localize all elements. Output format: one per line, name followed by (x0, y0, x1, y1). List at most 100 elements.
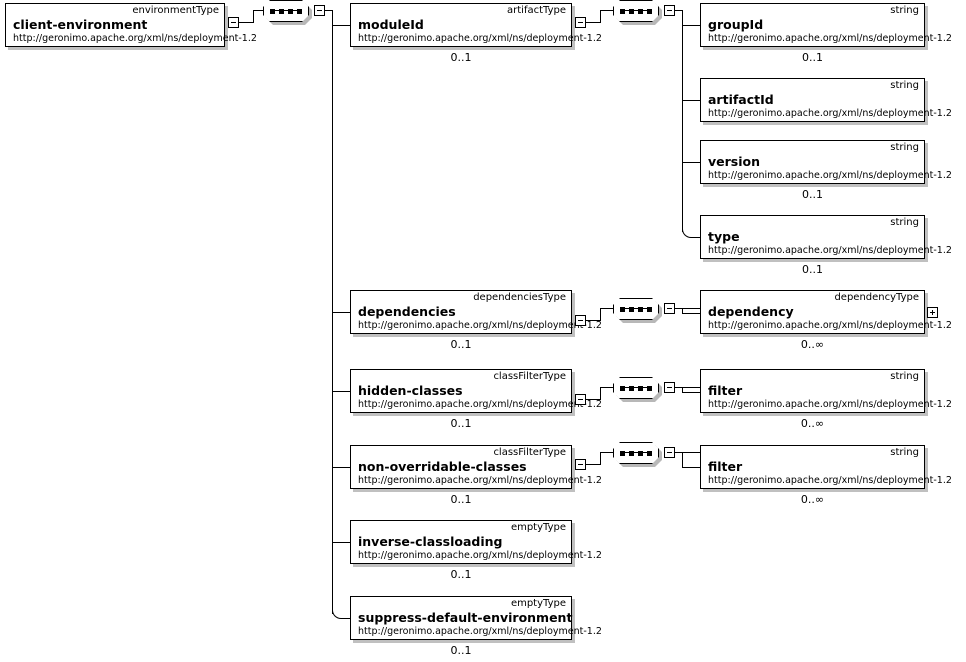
connector-line (682, 387, 683, 392)
connector-line (600, 308, 613, 309)
node-type-label: emptyType (510, 522, 566, 533)
node-type-label: classFilterType (493, 371, 566, 382)
connector-line (239, 22, 253, 23)
collapse-toggle-icon-module-id-sequence[interactable] (664, 5, 675, 16)
node-type-label: emptyType (510, 598, 566, 609)
node-type-label: environmentType (132, 5, 219, 16)
collapse-toggle-icon-non-overridable-sequence[interactable] (664, 447, 675, 458)
node-dependencies[interactable]: dependenciesType dependencies http://ger… (350, 290, 602, 334)
node-namespace-label: http://geronimo.apache.org/xml/ns/deploy… (708, 108, 952, 119)
connector-line (682, 467, 700, 468)
sequence-dot (288, 9, 293, 14)
node-version[interactable]: string version http://geronimo.apache.or… (700, 140, 952, 184)
node-non-overridable-filter[interactable]: string filter http://geronimo.apache.org… (700, 445, 952, 489)
sequence-dot (620, 451, 625, 456)
node-client-environment[interactable]: environmentType client-environment http:… (5, 3, 257, 47)
sequence-octagon (613, 298, 659, 320)
node-name-label: client-environment (13, 17, 148, 32)
sequence-compositor-icon-root[interactable] (263, 0, 313, 25)
sequence-dot (279, 9, 284, 14)
node-type-label: artifactType (507, 5, 566, 16)
collapse-toggle-icon-root-sequence[interactable] (314, 5, 325, 16)
node-group-id[interactable]: string groupId http://geronimo.apache.or… (700, 3, 952, 47)
sequence-dots (620, 451, 652, 456)
node-hidden-classes[interactable]: classFilterType hidden-classes http://ge… (350, 369, 602, 413)
node-namespace-label: http://geronimo.apache.org/xml/ns/deploy… (708, 245, 952, 256)
sequence-dot (647, 386, 652, 391)
connector-branch (332, 467, 350, 468)
sequence-dot (297, 9, 302, 14)
sequence-compositor-icon-hidden-classes[interactable] (613, 377, 663, 402)
node-namespace-label: http://geronimo.apache.org/xml/ns/deploy… (358, 475, 602, 486)
sequence-dot (647, 9, 652, 14)
sequence-dot (629, 9, 634, 14)
sequence-bar (270, 10, 302, 11)
sequence-compositor-icon-non-overridable[interactable] (613, 442, 663, 467)
sequence-dots (620, 9, 652, 14)
sequence-dots (270, 9, 302, 14)
connector-line (675, 10, 683, 11)
sequence-bar (620, 10, 652, 11)
connector-line (675, 452, 700, 453)
node-name-label: artifactId (708, 92, 774, 107)
node-namespace-label: http://geronimo.apache.org/xml/ns/deploy… (358, 320, 602, 331)
connector-branch (332, 25, 350, 26)
sequence-compositor-icon-dependencies[interactable] (613, 298, 663, 323)
node-dependency[interactable]: dependencyType dependency http://geronim… (700, 290, 952, 334)
connector-branch (682, 162, 700, 163)
collapse-toggle-icon-dependencies-sequence[interactable] (664, 303, 675, 314)
node-non-overridable-classes[interactable]: classFilterType non-overridable-classes … (350, 445, 602, 489)
cardinality-hidden-filter: 0..∞ (800, 417, 825, 430)
cardinality-suppress-default-environment: 0..1 (450, 644, 472, 657)
collapse-toggle-icon-dependencies[interactable] (575, 315, 586, 326)
node-name-label: inverse-classloading (358, 534, 503, 549)
connector-line (586, 22, 600, 23)
collapse-toggle-icon-hidden-sequence[interactable] (664, 382, 675, 393)
sequence-dot (638, 307, 643, 312)
cardinality-group-id: 0..1 (802, 51, 823, 64)
node-type-label: classFilterType (493, 447, 566, 458)
connector-line (253, 10, 263, 11)
node-inverse-classloading[interactable]: emptyType inverse-classloading http://ge… (350, 520, 602, 564)
sequence-dot (638, 9, 643, 14)
node-name-label: type (708, 229, 740, 244)
sequence-dot (620, 307, 625, 312)
connector-line (682, 313, 700, 314)
connector-line (600, 10, 613, 11)
node-hidden-filter[interactable]: string filter http://geronimo.apache.org… (700, 369, 952, 413)
node-artifact-type[interactable]: string type http://geronimo.apache.org/x… (700, 215, 952, 259)
node-type-label: string (890, 371, 919, 382)
collapse-toggle-icon-hidden-classes[interactable] (575, 394, 586, 405)
node-namespace-label: http://geronimo.apache.org/xml/ns/deploy… (708, 170, 952, 181)
connector-trunk (682, 10, 683, 232)
sequence-dot (647, 451, 652, 456)
sequence-compositor-icon-module-id[interactable] (613, 0, 663, 25)
node-type-label: string (890, 5, 919, 16)
cardinality-hidden-classes: 0..1 (450, 417, 472, 430)
node-name-label: suppress-default-environment (358, 610, 573, 625)
sequence-dot (647, 307, 652, 312)
connector-line (600, 387, 601, 400)
node-suppress-default-environment[interactable]: emptyType suppress-default-environment h… (350, 596, 602, 640)
node-module-id[interactable]: artifactType moduleId http://geronimo.ap… (350, 3, 602, 47)
collapse-toggle-icon-root[interactable] (228, 17, 239, 28)
node-name-label: dependencies (358, 304, 456, 319)
node-name-label: hidden-classes (358, 383, 463, 398)
sequence-dot (620, 386, 625, 391)
sequence-bar (620, 452, 652, 453)
connector-line (675, 308, 700, 309)
connector-line (600, 10, 601, 23)
connector-elbow (682, 224, 701, 238)
cardinality-artifact-type: 0..1 (802, 263, 823, 276)
connector-branch (332, 312, 350, 313)
connector-line (586, 399, 600, 400)
connector-line (586, 464, 600, 465)
node-name-label: filter (708, 459, 743, 474)
node-name-label: dependency (708, 304, 794, 319)
collapse-toggle-icon-non-overridable[interactable] (575, 459, 586, 470)
connector-branch (332, 391, 350, 392)
node-namespace-label: http://geronimo.apache.org/xml/ns/deploy… (708, 399, 952, 410)
expand-toggle-icon-dependency[interactable] (927, 307, 938, 318)
node-artifact-id[interactable]: string artifactId http://geronimo.apache… (700, 78, 952, 122)
collapse-toggle-icon-module-id[interactable] (575, 17, 586, 28)
